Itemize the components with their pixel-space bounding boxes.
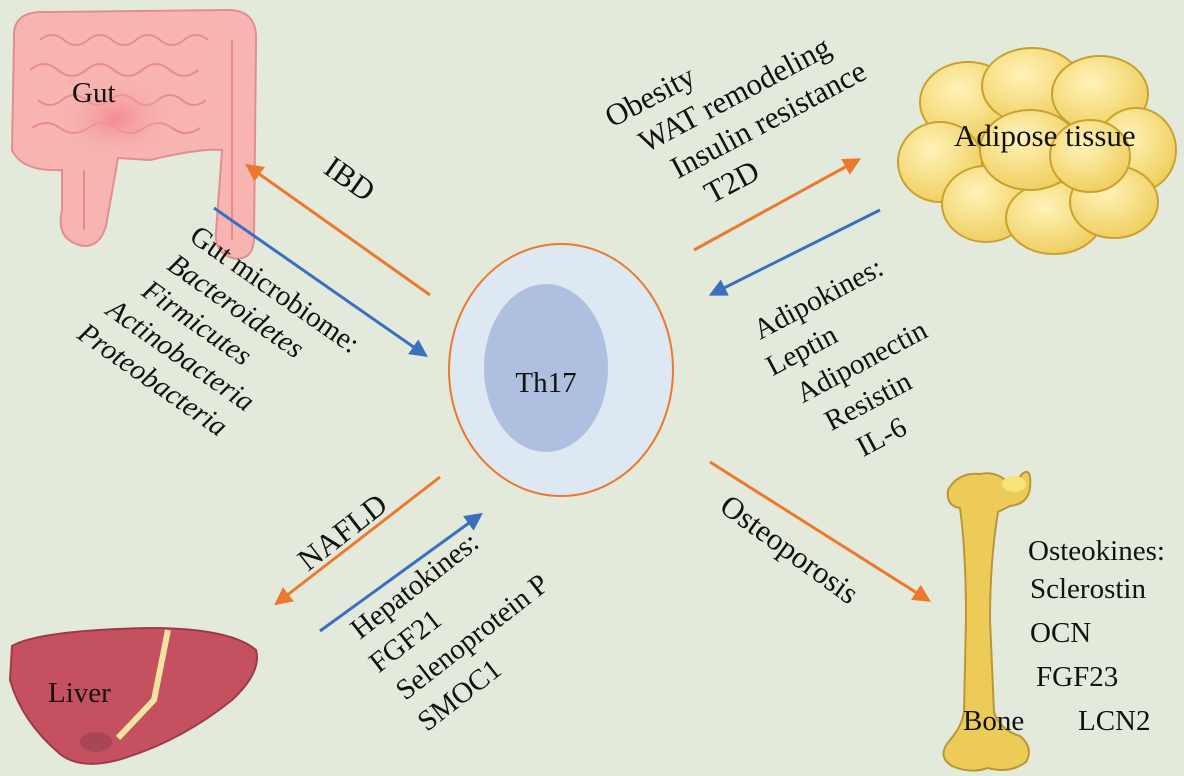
bone-factor-list: Osteokines: Sclerostin OCN FGF23 LCN2 <box>1028 535 1165 737</box>
adipose-illustration <box>897 47 1177 255</box>
adipose-factor-list: Adipokines: Leptin Adiponectin Resistin … <box>748 251 933 463</box>
bone-factor-item: LCN2 <box>1078 705 1151 737</box>
adipose-effect-list: Obesity WAT remodeling Insulin resistanc… <box>599 29 872 211</box>
gut-effect-ibd: IBD <box>318 149 382 208</box>
liver-to-th17-arrow <box>319 512 483 633</box>
bone-factor-heading: Osteokines: <box>1028 535 1165 567</box>
liver-effect-nafld: NAFLD <box>291 486 394 577</box>
th17-to-bone-arrow <box>709 460 932 602</box>
th17-to-gut-arrow <box>245 163 431 297</box>
gut-to-th17-arrow <box>213 206 428 358</box>
adipose-to-th17-arrow <box>708 208 881 296</box>
liver-illustration: Liver <box>8 626 258 765</box>
liver-label: Liver <box>48 677 111 709</box>
th17-to-adipose-arrow <box>693 158 862 252</box>
th17-label: Th17 <box>515 367 576 399</box>
th17-cell: Th17 <box>448 243 674 497</box>
bone-factor-item: Sclerostin <box>1030 573 1146 605</box>
bone-effect-osteoporosis: Osteoporosis <box>714 487 866 610</box>
adipose-label: Adipose tissue <box>954 118 1136 153</box>
liver-factor-list: Hepatokines: FGF21 Selenoprotein P SMOC1 <box>345 526 555 738</box>
gut-label: Gut <box>72 77 116 109</box>
gut-factor-list: Gut microbiome: Bacteroidetes Firmicutes… <box>71 220 365 444</box>
bone-illustration <box>942 470 1032 772</box>
th17-to-liver-arrow <box>274 475 441 606</box>
gut-illustration: Gut <box>10 8 258 260</box>
bone-label: Bone <box>963 705 1024 737</box>
bone-factor-item: FGF23 <box>1036 661 1118 693</box>
bone-factor-item: OCN <box>1030 617 1091 649</box>
